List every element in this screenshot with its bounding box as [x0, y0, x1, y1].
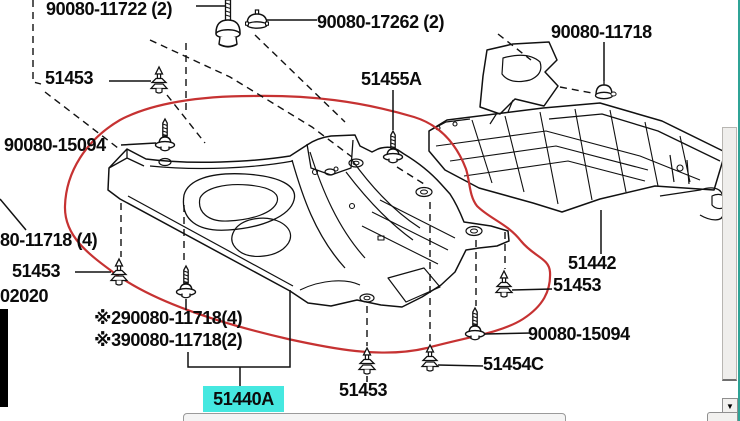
part-label-51454C[interactable]: 51454C [483, 354, 544, 374]
part-label-90080-15094-left[interactable]: 90080-15094 [4, 135, 106, 155]
screw-icon [175, 265, 197, 299]
part-label-51453-right[interactable]: 51453 [553, 275, 602, 295]
part-label-90080-11718-top[interactable]: 90080-11718 [551, 22, 652, 42]
part-label-51442[interactable]: 51442 [568, 253, 617, 273]
bolt-icon [594, 80, 617, 100]
window-edge-divider [738, 0, 740, 421]
part-label-51453-mid-left[interactable]: 51453 [12, 261, 61, 281]
screw-icon [154, 118, 176, 152]
grommet-icon [244, 9, 270, 29]
part-label-51440A[interactable]: 51440A [213, 389, 274, 409]
part-label-51453-upper-left[interactable]: 51453 [45, 68, 94, 88]
left-edge-black-bar [0, 309, 8, 407]
clip-icon [150, 66, 168, 94]
left-under-cover-art [107, 134, 510, 308]
bolt-icon [215, 0, 241, 48]
clip-icon [495, 270, 513, 298]
part-label-90080-15094-right[interactable]: 90080-15094 [528, 324, 630, 344]
vertical-scrollbar-thumb[interactable] [722, 127, 737, 381]
scroll-down-icon: ▼ [726, 402, 734, 411]
part-label-11718-cutoff[interactable]: 80-11718 (4) [0, 230, 98, 250]
part-label-90080-17262[interactable]: 90080-17262 (2) [317, 12, 445, 32]
screw-icon [464, 307, 486, 341]
part-label-note-variant-1[interactable]: ※290080-11718(4) [94, 308, 243, 328]
part-label-51455A[interactable]: 51455A [361, 69, 422, 89]
dashed-assembly-lines [32, 0, 593, 346]
selected-part-highlight[interactable]: 51440A [203, 386, 284, 412]
part-label-51453-bottom[interactable]: 51453 [339, 380, 388, 400]
red-selection-ellipse [63, 94, 552, 354]
part-label-02020-cutoff[interactable]: 02020 [0, 286, 49, 306]
part-label-90080-11722[interactable]: 90080-11722 (2) [46, 0, 173, 19]
right-under-cover-art [428, 41, 730, 221]
horizontal-scrollbar-corner[interactable] [707, 412, 738, 421]
part-label-note-variant-2[interactable]: ※390080-11718(2) [94, 330, 243, 350]
leader-lines [0, 5, 605, 386]
horizontal-scrollbar-thumb[interactable] [183, 413, 566, 421]
